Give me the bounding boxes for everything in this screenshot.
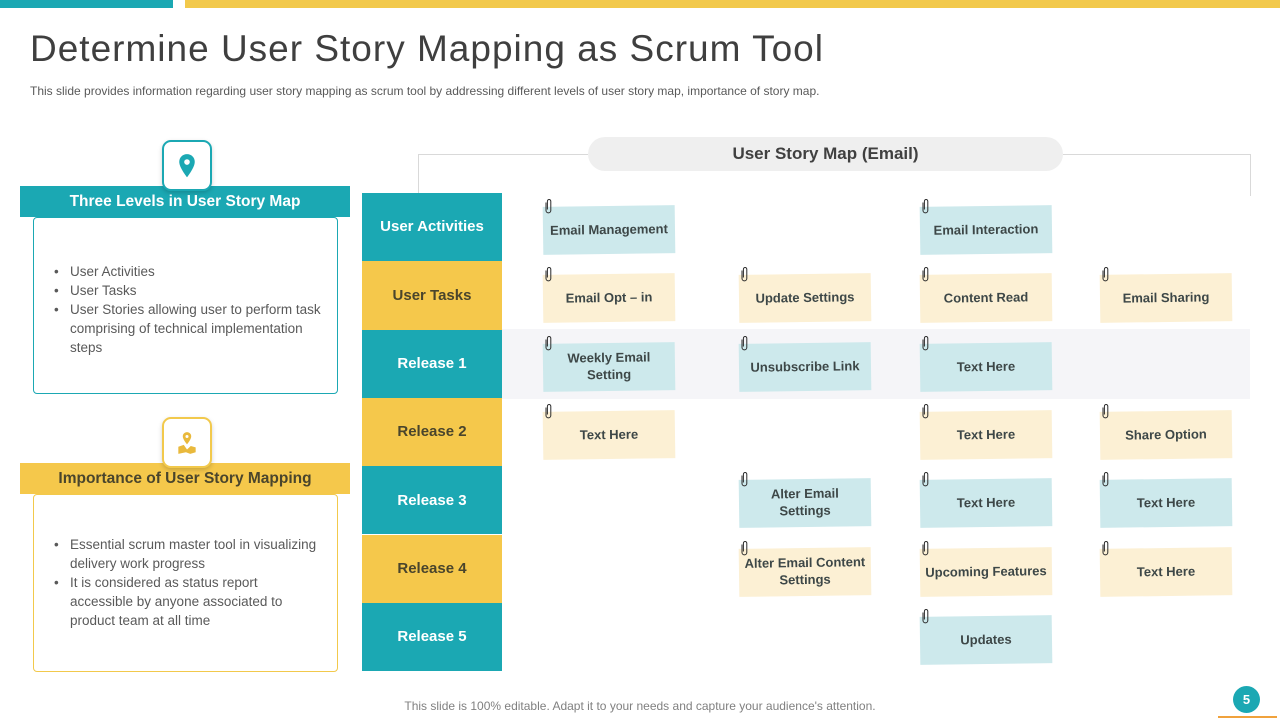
paperclip-icon bbox=[741, 472, 748, 487]
importance-bullet-list: Essential scrum master tool in visualizi… bbox=[34, 535, 337, 630]
sticky-note-text: Email Management bbox=[542, 205, 676, 255]
sticky-note-text: Text Here bbox=[919, 409, 1053, 460]
sticky-note-text: Email Interaction bbox=[919, 205, 1053, 255]
sticky-note: Content Read bbox=[919, 266, 1054, 324]
paperclip-icon bbox=[545, 199, 552, 214]
topbar-teal-accent bbox=[0, 0, 173, 8]
paperclip-icon bbox=[922, 472, 929, 487]
paperclip-icon bbox=[1102, 472, 1109, 487]
sticky-note: Text Here bbox=[1099, 540, 1234, 597]
footer-note: This slide is 100% editable. Adapt it to… bbox=[404, 699, 876, 713]
three-levels-bullet-list: User ActivitiesUser TasksUser Stories al… bbox=[34, 262, 337, 357]
sticky-note: Text Here bbox=[919, 403, 1054, 460]
row-label: Release 4 bbox=[362, 534, 502, 603]
story-map-title-pill: User Story Map (Email) bbox=[588, 137, 1063, 171]
slide-subtitle: This slide provides information regardin… bbox=[30, 84, 820, 98]
sticky-note: Text Here bbox=[542, 403, 677, 460]
sticky-note: Text Here bbox=[1099, 471, 1234, 529]
panel-importance-header: Importance of User Story Mapping bbox=[20, 463, 350, 494]
topbar-yellow-accent bbox=[185, 0, 1280, 8]
map-pin-icon bbox=[162, 417, 212, 468]
sticky-note-text: Content Read bbox=[919, 273, 1053, 324]
row-label: User Activities bbox=[362, 193, 502, 262]
bullet-item: User Activities bbox=[54, 262, 323, 281]
panel-three-levels-title: Three Levels in User Story Map bbox=[69, 192, 301, 210]
sticky-note: Share Option bbox=[1099, 403, 1234, 460]
bullet-item: Essential scrum master tool in visualizi… bbox=[54, 535, 323, 573]
bullet-item: It is considered as status report access… bbox=[54, 573, 323, 630]
paperclip-icon bbox=[922, 608, 929, 624]
sticky-note-text: Text Here bbox=[919, 341, 1053, 392]
sticky-note: Unsubscribe Link bbox=[738, 335, 873, 392]
panel-three-levels-header: Three Levels in User Story Map bbox=[20, 186, 350, 217]
sticky-note: Email Interaction bbox=[919, 198, 1054, 255]
paperclip-icon bbox=[922, 199, 929, 214]
sticky-note-text: Updates bbox=[919, 614, 1053, 665]
row-label: Release 5 bbox=[362, 602, 502, 672]
sticky-note-text: Weekly Email Setting bbox=[542, 341, 676, 392]
sticky-note: Upcoming Features bbox=[919, 540, 1054, 597]
sticky-note-text: Alter Email Settings bbox=[738, 478, 872, 529]
sticky-note-text: Share Option bbox=[1099, 409, 1233, 460]
page-number-underline bbox=[1218, 716, 1277, 718]
paperclip-icon bbox=[545, 267, 552, 282]
sticky-note-text: Unsubscribe Link bbox=[738, 341, 872, 392]
sticky-note-text: Text Here bbox=[1099, 478, 1233, 529]
paperclip-icon bbox=[922, 540, 929, 555]
row-label: Release 2 bbox=[362, 397, 502, 467]
sticky-note: Email Management bbox=[542, 198, 677, 255]
panel-three-levels-body: User ActivitiesUser TasksUser Stories al… bbox=[33, 217, 338, 394]
bullet-item: User Stories allowing user to perform ta… bbox=[54, 300, 323, 357]
sticky-note-text: Text Here bbox=[919, 478, 1053, 529]
story-map-title: User Story Map (Email) bbox=[732, 144, 919, 163]
sticky-note: Weekly Email Setting bbox=[542, 335, 677, 392]
sticky-note-text: Alter Email Content Settings bbox=[738, 546, 872, 597]
connector-drop-left bbox=[418, 154, 419, 193]
paperclip-icon bbox=[922, 267, 929, 282]
bullet-item: User Tasks bbox=[54, 281, 323, 300]
paperclip-icon bbox=[741, 267, 748, 282]
sticky-note-text: Email Sharing bbox=[1099, 273, 1233, 324]
sticky-note-text: Text Here bbox=[542, 409, 676, 460]
paperclip-icon bbox=[1102, 540, 1109, 555]
connector-line-left bbox=[418, 154, 588, 155]
paperclip-icon bbox=[741, 540, 748, 555]
paperclip-icon bbox=[545, 335, 552, 350]
paperclip-icon bbox=[1102, 267, 1109, 282]
sticky-note: Text Here bbox=[919, 335, 1054, 392]
paperclip-icon bbox=[922, 403, 929, 419]
location-pin-icon bbox=[162, 140, 212, 191]
row-label: Release 1 bbox=[362, 329, 502, 398]
paperclip-icon bbox=[1102, 403, 1109, 419]
sticky-note-text: Text Here bbox=[1099, 546, 1233, 597]
paperclip-icon bbox=[545, 403, 552, 419]
panel-importance-body: Essential scrum master tool in visualizi… bbox=[33, 494, 338, 672]
paperclip-icon bbox=[922, 335, 929, 350]
sticky-note-text: Email Opt – in bbox=[542, 273, 676, 324]
sticky-note: Alter Email Content Settings bbox=[738, 540, 873, 597]
sticky-note: Text Here bbox=[919, 471, 1054, 529]
paperclip-icon bbox=[741, 335, 748, 350]
row-label: User Tasks bbox=[362, 261, 502, 330]
sticky-note: Email Opt – in bbox=[542, 266, 677, 324]
page-number-badge: 5 bbox=[1233, 686, 1260, 713]
page-title: Determine User Story Mapping as Scrum To… bbox=[30, 28, 824, 69]
panel-importance-title: Importance of User Story Mapping bbox=[58, 469, 312, 487]
sticky-note: Updates bbox=[919, 608, 1054, 665]
sticky-note: Alter Email Settings bbox=[738, 471, 873, 529]
connector-drop-right bbox=[1250, 154, 1251, 196]
row-label: Release 3 bbox=[362, 466, 502, 535]
sticky-note-text: Upcoming Features bbox=[919, 546, 1053, 597]
sticky-note: Email Sharing bbox=[1099, 266, 1234, 324]
connector-line-right bbox=[1063, 154, 1250, 155]
sticky-note: Update Settings bbox=[738, 266, 873, 324]
sticky-note-text: Update Settings bbox=[738, 273, 872, 324]
